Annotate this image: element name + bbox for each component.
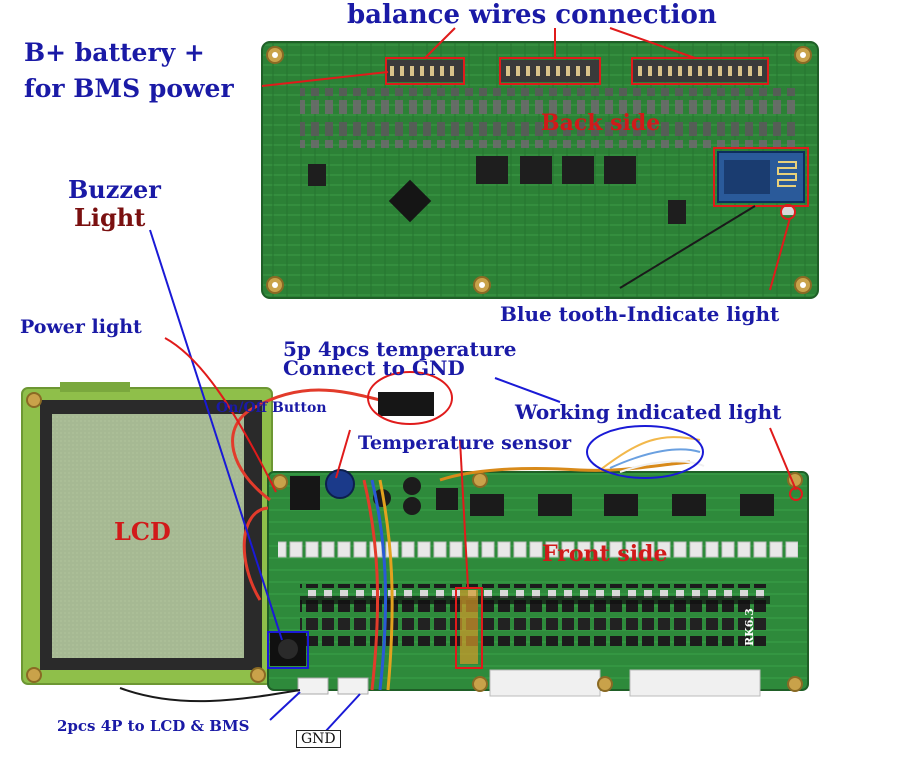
label-board-rev: RK6.3: [743, 608, 756, 646]
wires: [119, 388, 705, 703]
label-power-light: Power light: [20, 316, 142, 338]
annotation-lines: [149, 27, 797, 733]
label-b-plus-line1: B+ battery +: [24, 38, 205, 67]
label-light: Light: [74, 203, 146, 232]
label-working-light: Working indicated light: [515, 400, 782, 424]
label-four-p: 2pcs 4P to LCD & BMS: [57, 717, 250, 735]
label-temp-5p: 5p 4pcs temperature: [283, 337, 517, 361]
lcd-module: [21, 382, 273, 685]
label-balance-wires: balance wires connection: [347, 0, 717, 30]
label-bluetooth: Blue tooth-Indicate light: [500, 302, 780, 326]
front-side-board: [267, 469, 809, 697]
label-on-off: On/Off Button: [216, 400, 327, 416]
label-temp-sensor: Temperature sensor: [358, 432, 572, 454]
label-connect-gnd: Connect to GND: [283, 356, 465, 380]
label-b-plus-line2: for BMS power: [24, 74, 234, 103]
label-back-side: Back side: [541, 110, 661, 136]
back-side-board: [261, 41, 819, 299]
label-buzzer: Buzzer: [68, 175, 161, 204]
label-lcd: LCD: [114, 517, 171, 546]
label-gnd: GND: [296, 730, 341, 748]
label-front-side: Front side: [542, 541, 668, 567]
